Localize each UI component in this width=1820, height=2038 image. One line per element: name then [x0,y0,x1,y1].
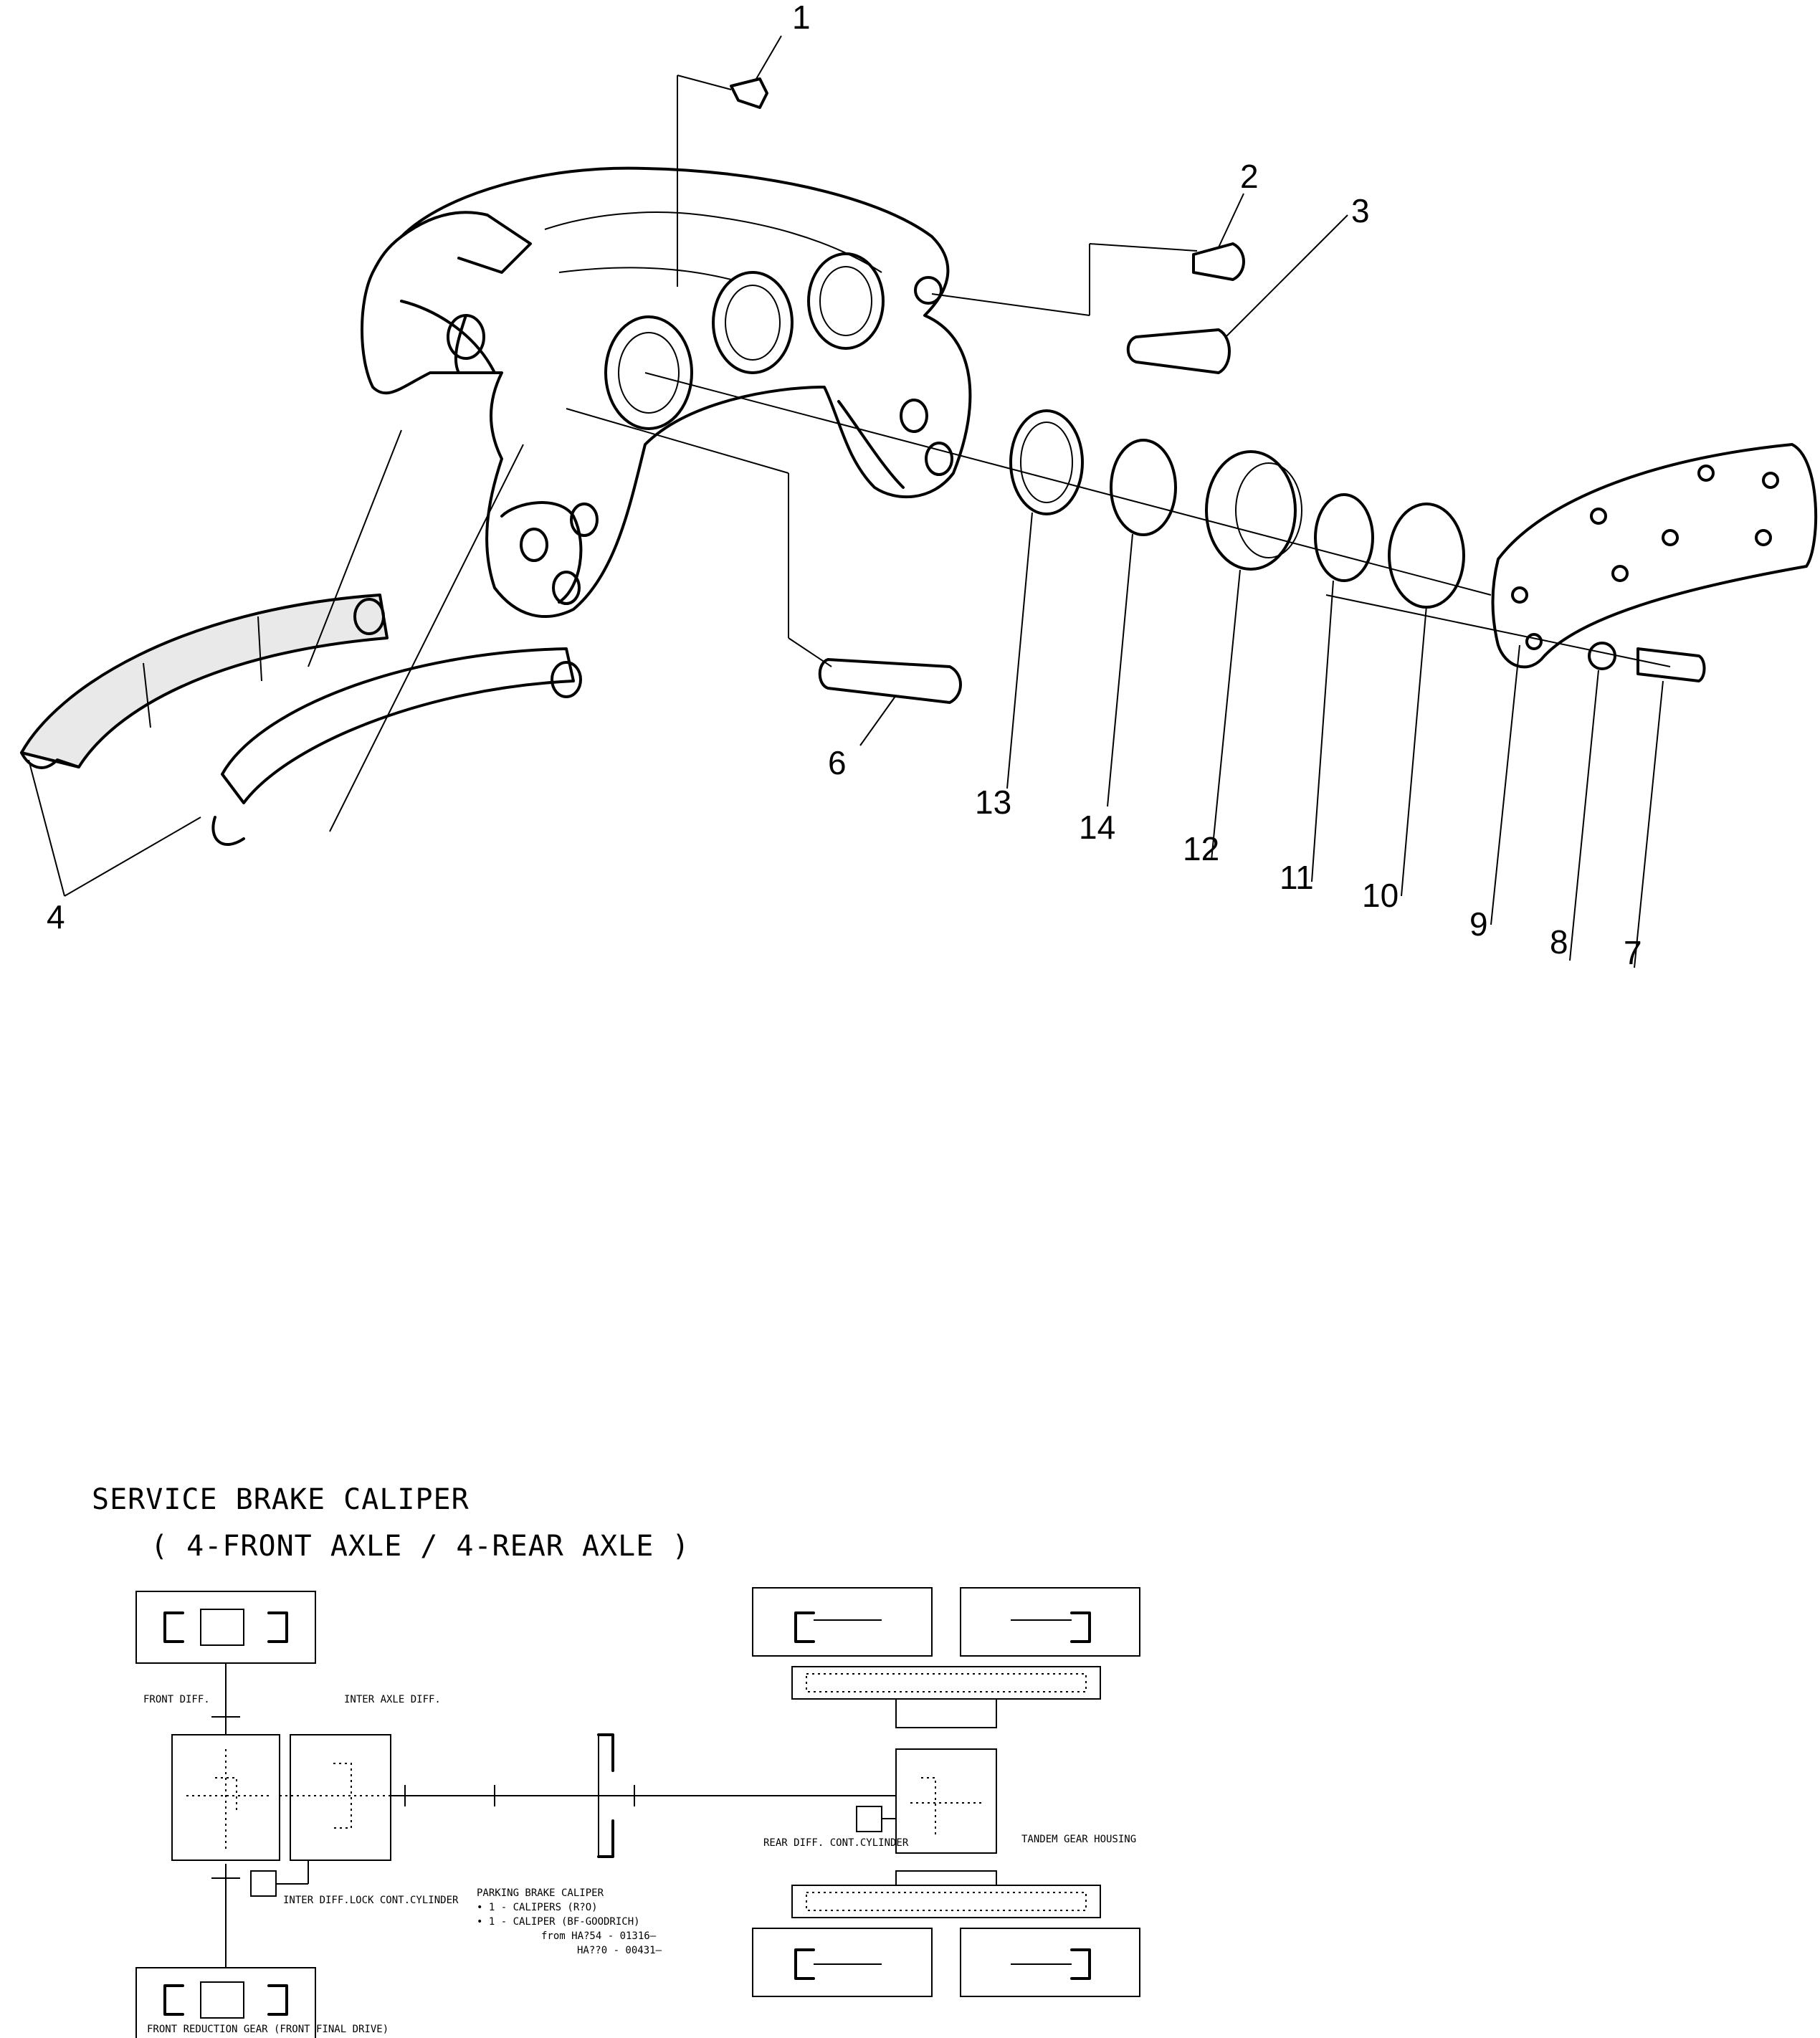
backing-plate [1491,443,1818,669]
brake-pads [20,429,582,847]
callout-9: 9 [1469,905,1488,943]
callout-6: 6 [828,744,847,781]
label-front-reduction-gear: FRONT REDUCTION GEAR (FRONT FINAL DRIVE) [147,2024,389,2035]
label-front-diff: FRONT DIFF. [143,1694,210,1705]
callout-7: 7 [1624,934,1642,971]
label-inter-axle-diff: INTER AXLE DIFF. [344,1694,441,1705]
diagram-title: SERVICE BRAKE CALIPER [92,1483,470,1516]
callout-14: 14 [1079,809,1115,846]
callout-1: 1 [792,0,811,36]
fasteners [566,75,1706,704]
caliper-housing [361,166,972,618]
label-parking-line4: HA??0 - 00431— [577,1945,662,1956]
label-parking-line2: • 1 - CALIPER (BF-GOODRICH) [477,1916,640,1928]
label-rear-diff-cyl: REAR DIFF. CONT.CYLINDER [763,1837,909,1849]
diagram-subtitle: ( 4-FRONT AXLE / 4-REAR AXLE ) [151,1530,690,1563]
callout-labels: 1 2 3 4 6 7 8 9 10 11 12 13 14 [47,0,1642,971]
callout-8: 8 [1550,923,1568,961]
label-tandem-gear-housing: TANDEM GEAR HOUSING [1021,1834,1136,1845]
label-inter-diff-lock: INTER DIFF.LOCK CONT.CYLINDER [283,1895,459,1906]
callout-12: 12 [1183,830,1219,867]
label-parking-line1: • 1 - CALIPERS (R?O) [477,1902,598,1913]
callout-4: 4 [47,898,65,935]
callout-leaders [28,35,1664,968]
label-parking-line3: from HA?54 - 01316— [541,1930,657,1942]
callout-13: 13 [975,784,1011,821]
drivetrain-schematic [135,1587,1140,2038]
callout-3: 3 [1351,192,1370,229]
label-parking-brake: PARKING BRAKE CALIPER [477,1887,604,1899]
piston-stack [644,372,1492,609]
callout-2: 2 [1240,158,1259,195]
callout-11: 11 [1280,859,1314,896]
callout-10: 10 [1362,877,1399,914]
